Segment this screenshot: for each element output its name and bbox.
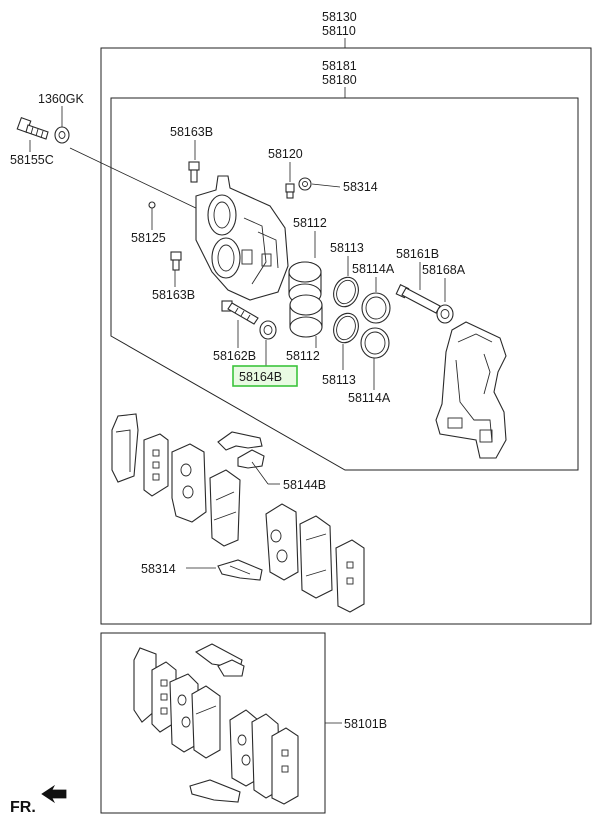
label-58181[interactable]: 58181: [322, 59, 357, 73]
label-58162B[interactable]: 58162B: [213, 349, 256, 363]
label-58120[interactable]: 58120: [268, 147, 303, 161]
label-58163B-top[interactable]: 58163B: [170, 125, 213, 139]
cap-58314: [298, 177, 312, 191]
kit-shim-small: [189, 779, 241, 803]
kit-clips: [194, 643, 245, 677]
pad-outer-b: [299, 515, 333, 599]
guide-pin-58162B: [221, 300, 259, 325]
label-58125[interactable]: 58125: [131, 231, 166, 245]
pad-friction: [209, 469, 241, 547]
label-58155C[interactable]: 58155C: [10, 153, 54, 167]
fr-label: FR.: [10, 799, 36, 816]
assembly-frame: [100, 47, 592, 625]
kit-pad-friction: [191, 685, 221, 759]
dust-boot-upper: [361, 292, 391, 324]
label-58101B[interactable]: 58101B: [344, 717, 387, 731]
label-58314-top[interactable]: 58314: [343, 180, 378, 194]
highlight-58164B: [232, 365, 298, 387]
label-58180[interactable]: 58180: [322, 73, 357, 87]
bleeder-bolt-upper: [188, 161, 200, 183]
shim-58314: [217, 559, 263, 581]
label-58113-bot[interactable]: 58113: [322, 373, 356, 387]
bolt-58155C: [16, 116, 49, 140]
caliper-subframe: [110, 97, 579, 471]
pad-outer-a: [265, 503, 299, 581]
label-58110[interactable]: 58110: [322, 24, 356, 38]
caliper-carrier: [435, 321, 507, 459]
label-58112-bot[interactable]: 58112: [286, 349, 320, 363]
caliper-housing: [195, 175, 289, 301]
label-58163B-bot[interactable]: 58163B: [152, 288, 195, 302]
dust-boot-lower: [360, 327, 390, 359]
label-58114A-top[interactable]: 58114A: [352, 262, 395, 276]
label-58164B[interactable]: 58164B: [239, 370, 282, 384]
bleeder-bolt-lower: [170, 251, 182, 271]
label-58114A-bot[interactable]: 58114A: [348, 391, 391, 405]
pad-clip-58144B: [217, 431, 265, 469]
bleeder-screw-58120: [285, 183, 295, 199]
label-58130[interactable]: 58130: [322, 10, 357, 24]
boot-58168A: [436, 304, 454, 324]
pad-inner: [171, 443, 207, 523]
piston-lower: [289, 294, 323, 338]
kit-pad-outer-shim: [271, 727, 299, 805]
label-58112-top[interactable]: 58112: [293, 216, 327, 230]
boot-58164B: [259, 320, 277, 340]
seal-lower: [333, 312, 359, 344]
pad-outer-shim: [335, 539, 365, 613]
label-58113-top[interactable]: 58113: [330, 241, 364, 255]
pad-shim: [143, 433, 169, 497]
label-58168A[interactable]: 58168A: [422, 263, 466, 277]
pad-backing-plate: [111, 413, 139, 483]
guide-pin-58161B: [395, 284, 441, 314]
label-58144B[interactable]: 58144B: [283, 478, 326, 492]
label-1360GK[interactable]: 1360GK: [38, 92, 85, 106]
label-58314-bot[interactable]: 58314: [141, 562, 176, 576]
piston-upper: [288, 261, 322, 305]
seal-upper: [333, 276, 359, 308]
label-58161B[interactable]: 58161B: [396, 247, 439, 261]
arrow-icon: [41, 784, 67, 804]
washer-1360GK: [54, 126, 70, 144]
